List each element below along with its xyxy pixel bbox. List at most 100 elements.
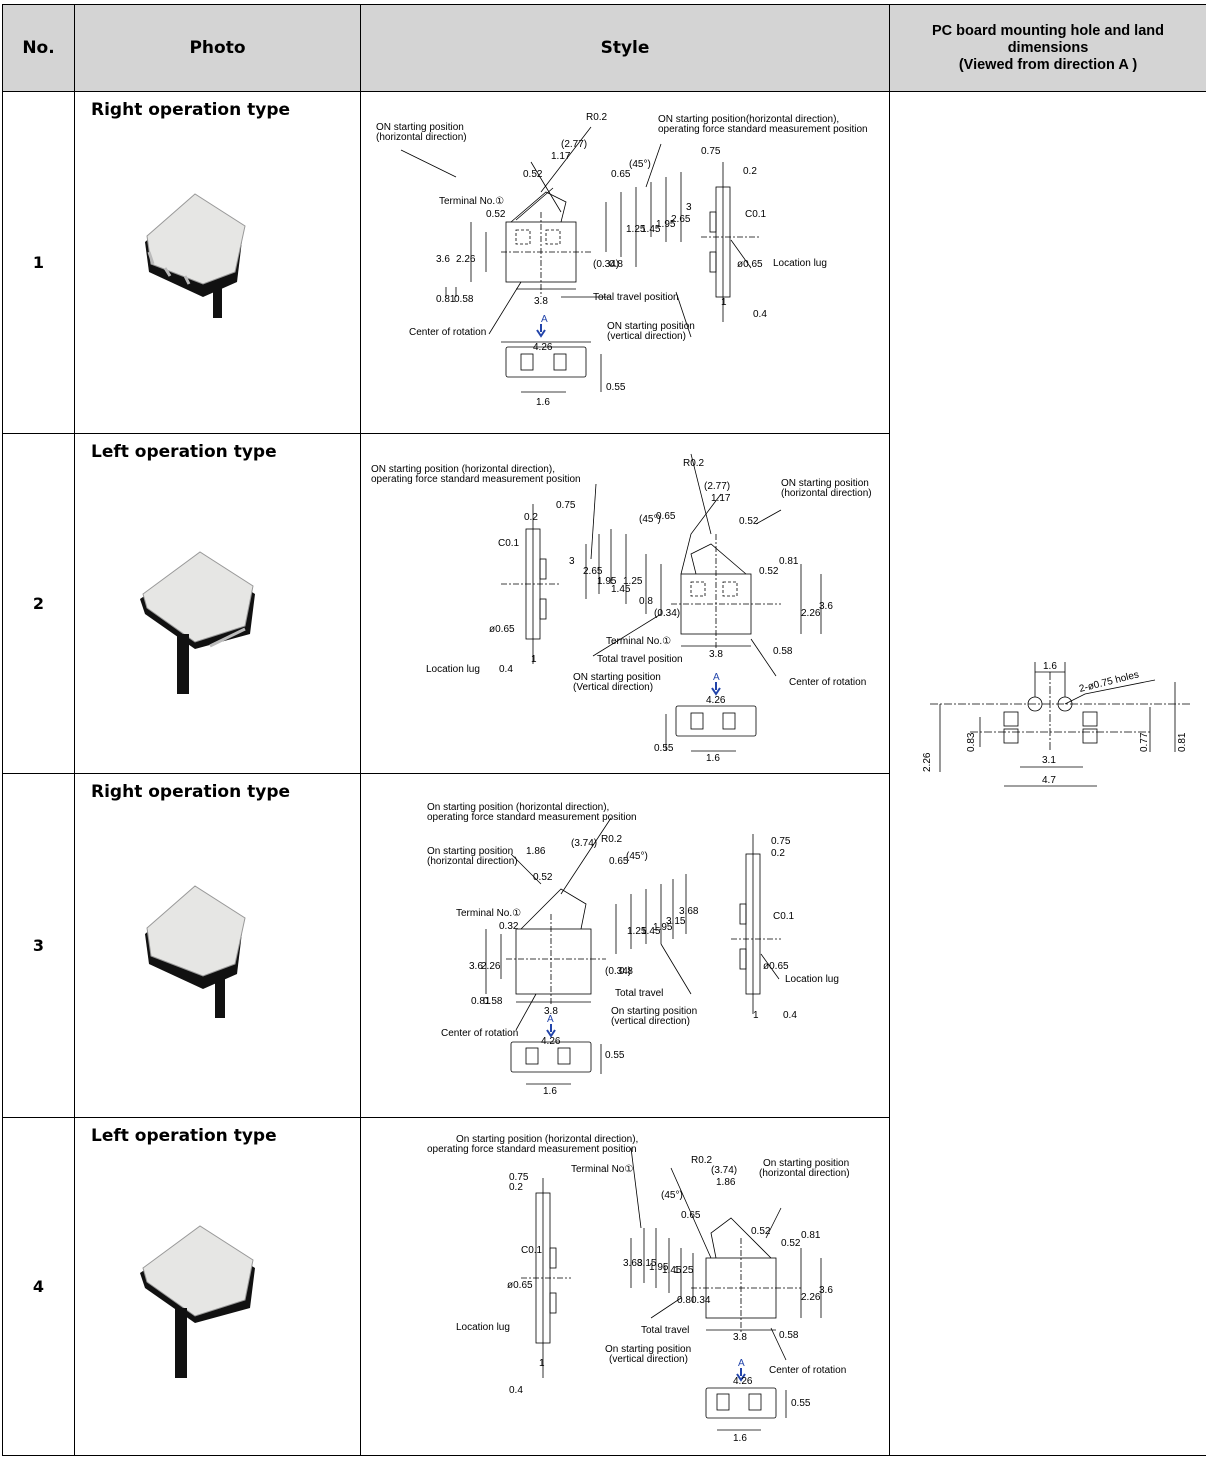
label: Terminal No.① xyxy=(439,196,504,207)
dimension: 0.55 xyxy=(654,743,674,754)
dimension: 0.2 xyxy=(509,1182,523,1193)
label: operating force standard measurement pos… xyxy=(658,124,868,135)
label: Location lug xyxy=(785,974,839,985)
dimension: 1.6 xyxy=(543,1086,557,1097)
dimension: 3.68 xyxy=(679,906,699,917)
dimension: (3.74) xyxy=(711,1165,737,1176)
dimension: 4.26 xyxy=(541,1036,561,1047)
label: Terminal No.① xyxy=(456,908,521,919)
dimension: 2.26 xyxy=(456,254,476,265)
dimension: 1 xyxy=(721,297,727,308)
direction-a-label: A xyxy=(541,314,548,325)
dimension: 0.4 xyxy=(753,309,767,320)
dimension: 0.65 xyxy=(681,1210,701,1221)
dimension: 3.15 xyxy=(637,1258,657,1269)
switch-photo xyxy=(145,885,246,1018)
switch-photo xyxy=(140,1225,255,1378)
label: operating force standard measurement pos… xyxy=(427,812,637,823)
photo-title: Right operation type xyxy=(91,782,291,802)
photo-title: Right operation type xyxy=(91,100,291,120)
dimension: 1.86 xyxy=(526,846,546,857)
photo-title: Left operation type xyxy=(91,442,277,462)
dimension: 1.45 xyxy=(662,1265,682,1276)
dimension: 0.4 xyxy=(509,1385,523,1396)
label: operating force standard measurement pos… xyxy=(371,474,581,485)
label: Total travel position xyxy=(597,654,683,665)
dimension: 4.26 xyxy=(706,695,726,706)
header-row: No. Photo Style PC board mounting hole a… xyxy=(2,4,1206,92)
dimension: ø0.65 xyxy=(507,1280,533,1291)
pc-board-cell: 1.6 2-ø0.75 holes 2.26 0.83 3.1 4.7 0.77… xyxy=(889,91,1206,1456)
dimension: 1 xyxy=(531,654,537,665)
pcb-layout-drawing: 1.6 2-ø0.75 holes 2.26 0.83 3.1 4.7 0.77… xyxy=(922,661,1190,787)
dimension: 1.17 xyxy=(711,493,731,504)
style-drawing-4: A On starting position (horizontal direc… xyxy=(427,1134,850,1444)
photo-title: Left operation type xyxy=(91,1126,277,1146)
dimension: 0.8 xyxy=(609,259,623,270)
dimension: 0.75 xyxy=(771,836,791,847)
dimension: (45°) xyxy=(629,159,651,170)
dimension: (2.77) xyxy=(561,139,587,150)
label: (vertical direction) xyxy=(607,331,686,342)
header-pc-line1: PC board mounting hole and land xyxy=(932,22,1164,39)
style-cell: A ON starting position (horizontal direc… xyxy=(360,433,890,774)
spec-table-container: No. Photo Style PC board mounting hole a… xyxy=(2,4,1206,1458)
dimension: 0.52 xyxy=(781,1238,801,1249)
photo-cell: Left operation type xyxy=(74,1117,361,1456)
header-pc-line2: dimensions xyxy=(1007,39,1089,56)
direction-a-label: A xyxy=(738,1358,745,1369)
dimension: C0.1 xyxy=(521,1245,543,1256)
dimension: 0.81 xyxy=(471,996,491,1007)
label: (horizontal direction) xyxy=(759,1168,850,1179)
holes-label: 2-ø0.75 holes xyxy=(1078,669,1140,694)
dimension: 0.75 xyxy=(509,1172,529,1183)
dim-4-7: 4.7 xyxy=(1042,775,1056,786)
dimension: 0.81 xyxy=(436,294,456,305)
dimension: 0.2 xyxy=(771,848,785,859)
dimension: 0.55 xyxy=(791,1398,811,1409)
dimension: 3.8 xyxy=(544,1006,558,1017)
label: Terminal No.① xyxy=(606,636,671,647)
label: Location lug xyxy=(773,258,827,269)
photo-cell: Left operation type xyxy=(74,433,361,774)
dimension: 1.6 xyxy=(706,753,720,764)
dimension: 0.81 xyxy=(801,1230,821,1241)
header-style: Style xyxy=(360,4,890,92)
dimension: 3.6 xyxy=(469,961,483,972)
dimension: 1.95 xyxy=(653,922,673,933)
dimension: 1.6 xyxy=(536,397,550,408)
label: (horizontal direction) xyxy=(781,488,872,499)
dimension: (3.74) xyxy=(571,838,597,849)
dimension: 0.58 xyxy=(779,1330,799,1341)
dimension: 1 xyxy=(539,1358,545,1369)
dimension: 0.81 xyxy=(779,556,799,567)
header-photo: Photo xyxy=(74,4,361,92)
dimension: C0.1 xyxy=(498,538,520,549)
dimension: 0.8 xyxy=(619,966,633,977)
dimension: 0.58 xyxy=(773,646,793,657)
direction-a-label: A xyxy=(713,672,720,683)
photo-cell: Right operation type xyxy=(74,773,361,1118)
dimension: 0.2 xyxy=(743,166,757,177)
label: On starting position xyxy=(605,1344,691,1355)
label: (horizontal direction) xyxy=(427,856,518,867)
row-number: 3 xyxy=(2,773,75,1118)
dimension: 3.15 xyxy=(666,916,686,927)
label: (horizontal direction) xyxy=(376,132,467,143)
label: Location lug xyxy=(426,664,480,675)
dimension: 1.95 xyxy=(649,1262,669,1273)
dimension: R0.2 xyxy=(601,834,623,845)
dimension: 1 xyxy=(753,1010,759,1021)
label: Location lug xyxy=(456,1322,510,1333)
dimension: 0.65 xyxy=(656,511,676,522)
dimension: 0.8 xyxy=(677,1295,691,1306)
dimension: 0.55 xyxy=(606,382,626,393)
label: Center of rotation xyxy=(769,1365,846,1376)
dimension: 0.52 xyxy=(759,566,779,577)
label: On starting position xyxy=(427,846,513,857)
dimension: 0.32 xyxy=(499,921,519,932)
dimension: 3.8 xyxy=(709,649,723,660)
header-pc-board: PC board mounting hole and land dimensio… xyxy=(889,4,1206,92)
dimension: 1.45 xyxy=(641,926,661,937)
label: Center of rotation xyxy=(409,327,486,338)
